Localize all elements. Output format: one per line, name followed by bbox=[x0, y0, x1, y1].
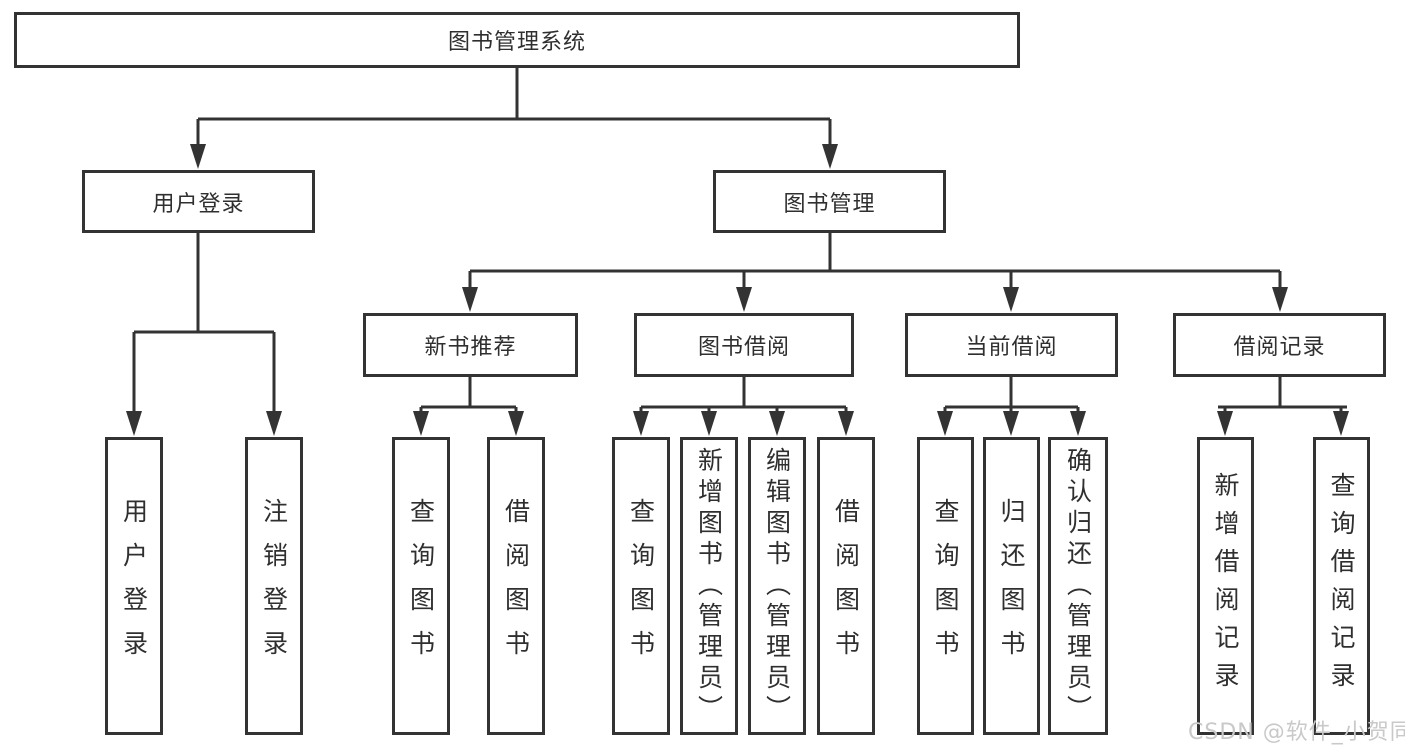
leaf-label: 编辑图书（管理员） bbox=[762, 446, 792, 726]
leaf-label: 查询图书 bbox=[406, 498, 436, 674]
node-leaf-user-login: 用户登录 bbox=[105, 437, 163, 735]
leaf-label: 确认归还（管理员） bbox=[1063, 446, 1093, 726]
node-leaf-query-borrow-record: 查询借阅记录 bbox=[1313, 437, 1370, 735]
node-book-borrowing: 图书借阅 bbox=[634, 313, 854, 377]
leaf-label: 查询图书 bbox=[626, 498, 656, 674]
csdn-watermark: CSDN @软件_小贺同学 bbox=[1188, 720, 1405, 745]
node-leaf-query-books-2: 查询图书 bbox=[612, 437, 670, 735]
connector-book-mgmt-children bbox=[462, 233, 1288, 312]
connector-new-book-rec-children bbox=[413, 376, 524, 436]
node-leaf-query-books-3: 查询图书 bbox=[917, 437, 974, 735]
node-new-book-recommend: 新书推荐 bbox=[363, 313, 578, 377]
node-leaf-add-borrow-record: 新增借阅记录 bbox=[1197, 437, 1254, 735]
connector-book-borrow-children bbox=[633, 376, 854, 436]
connector-current-borrow-children bbox=[937, 376, 1086, 436]
leaf-label: 注销登录 bbox=[259, 498, 289, 674]
node-current-borrowing: 当前借阅 bbox=[905, 313, 1118, 377]
node-leaf-confirm-return-admin: 确认归还（管理员） bbox=[1048, 437, 1108, 735]
node-user-login: 用户登录 bbox=[82, 170, 315, 233]
leaf-label: 用户登录 bbox=[119, 498, 149, 674]
connector-borrow-record-children bbox=[1217, 376, 1349, 436]
leaf-label: 查询借阅记录 bbox=[1327, 472, 1356, 700]
node-leaf-borrow-books-2: 借阅图书 bbox=[817, 437, 875, 735]
leaf-label: 查询图书 bbox=[931, 498, 960, 674]
leaf-label: 借阅图书 bbox=[831, 498, 861, 674]
leaf-label: 借阅图书 bbox=[501, 498, 531, 674]
node-leaf-query-books-1: 查询图书 bbox=[392, 437, 450, 735]
connector-root-to-level2 bbox=[190, 68, 838, 169]
connector-user-login-children bbox=[126, 233, 282, 436]
leaf-label: 新增借阅记录 bbox=[1211, 472, 1240, 700]
node-book-management: 图书管理 bbox=[713, 170, 946, 233]
node-leaf-edit-books-admin: 编辑图书（管理员） bbox=[748, 437, 806, 735]
node-library-system: 图书管理系统 bbox=[14, 12, 1020, 68]
leaf-label: 新增图书（管理员） bbox=[694, 446, 724, 726]
leaf-label: 归还图书 bbox=[997, 498, 1026, 674]
node-borrowing-records: 借阅记录 bbox=[1173, 313, 1386, 377]
node-leaf-logout: 注销登录 bbox=[245, 437, 303, 735]
node-leaf-add-books-admin: 新增图书（管理员） bbox=[680, 437, 738, 735]
node-leaf-borrow-books-1: 借阅图书 bbox=[487, 437, 545, 735]
node-leaf-return-books: 归还图书 bbox=[983, 437, 1040, 735]
